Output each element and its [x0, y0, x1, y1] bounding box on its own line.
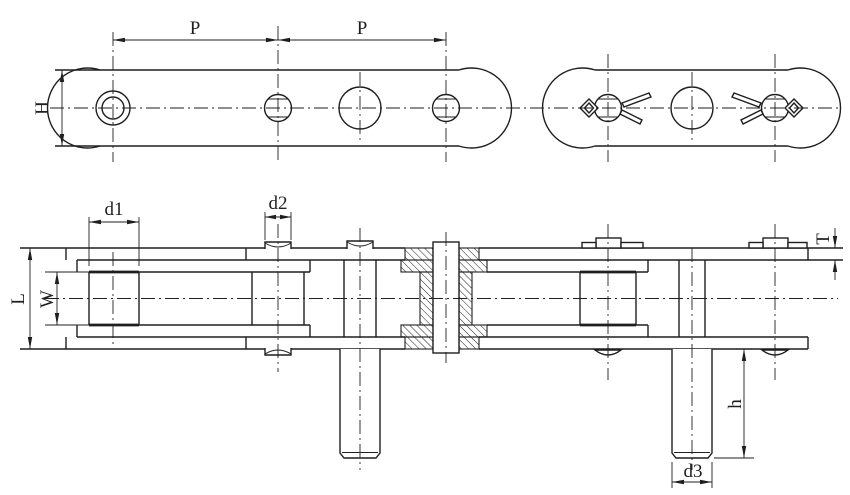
W-label: W — [37, 290, 58, 308]
d2-label: d2 — [269, 193, 288, 214]
pitch-label-right: P — [357, 18, 368, 39]
stud-length-dimension: h — [714, 349, 754, 459]
roller-diameter-dimension: d1 — [88, 199, 140, 266]
plate-thickness-dimension: T — [813, 228, 838, 280]
stud-diameter-dimension: d3 — [671, 461, 713, 488]
height-label: H — [32, 101, 53, 115]
centerlines — [45, 26, 838, 470]
h-label: h — [725, 399, 746, 409]
bottom-view-plan-section: d1 d2 L W T — [8, 193, 843, 488]
d3-label: d3 — [684, 461, 703, 482]
sectioned-joint — [400, 241, 488, 354]
left-outer-link-plate — [46, 67, 513, 149]
cotter-pin-head-right — [748, 237, 808, 356]
pitch-dimension: P P — [113, 18, 446, 43]
T-label: T — [813, 233, 834, 245]
top-view-side-elevation: P P H — [32, 18, 842, 149]
bushing-diameter-dimension: d2 — [264, 193, 292, 240]
d1-label: d1 — [105, 199, 124, 220]
overall-width-dimension: L — [8, 248, 33, 349]
pitch-label-left: P — [190, 18, 201, 39]
L-label: L — [8, 293, 29, 305]
